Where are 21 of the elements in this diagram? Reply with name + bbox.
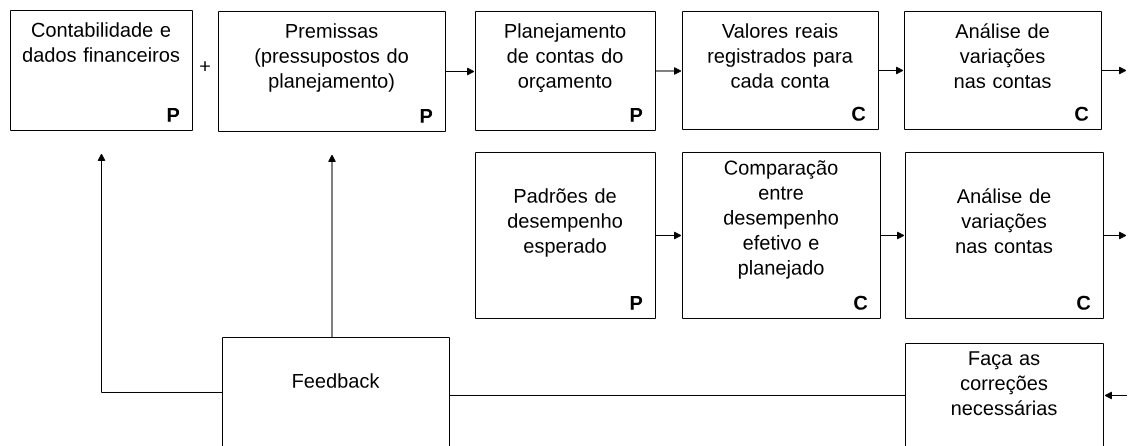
- process-box: Contabilidade e dados financeiros P: [10, 10, 193, 131]
- plus-sign: +: [200, 61, 210, 71]
- arrow: [1101, 66, 1127, 75]
- process-box: Padrões de desempenho esperado P: [475, 152, 656, 319]
- process-box: Premissas (pressupostos do planejamento) P: [218, 11, 446, 132]
- arrow: [655, 67, 682, 75]
- arrow: [328, 154, 336, 338]
- arrow: [880, 231, 905, 240]
- process-box: Análise de variações nas contas C: [905, 152, 1104, 319]
- arrow: [878, 66, 904, 75]
- process-box: Faça as correções necessárias: [905, 343, 1104, 446]
- process-box: Comparação entre desempenho efetivo e planejado C: [682, 152, 881, 319]
- process-box: Valores reais registrados para cada conta C: [682, 11, 879, 130]
- arrow: [655, 231, 682, 240]
- arrow: [1104, 391, 1128, 400]
- process-box: Planejamento de contas do orçamento P: [475, 11, 656, 131]
- process-box: Análise de variações nas contas C: [904, 11, 1102, 130]
- process-box: Feedback: [222, 337, 450, 446]
- arrow: [1103, 231, 1127, 240]
- arrow: [97, 153, 223, 393]
- arrow: [445, 67, 475, 76]
